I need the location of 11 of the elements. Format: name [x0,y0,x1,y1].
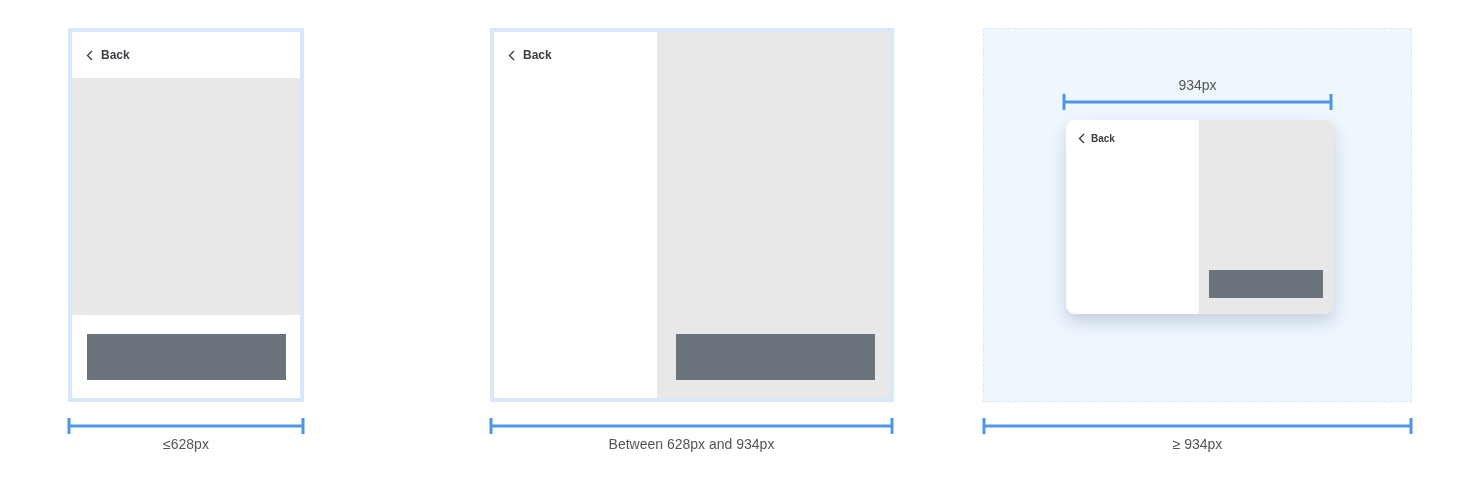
dimension-label: ≤628px [162,436,210,452]
phone-screen-mockup [68,28,304,402]
dimension-label: ≥ 934px [1171,436,1224,452]
modal-card [1066,120,1334,314]
tablet-screen-mockup [490,28,894,402]
dimension-label: 934px [1177,77,1218,93]
dimension-label: Between 628px and 934px [607,436,776,452]
back-button: Back [1078,133,1115,144]
back-button: Back [508,48,552,62]
desktop-viewport-area [983,28,1412,402]
back-button: Back [86,48,130,62]
